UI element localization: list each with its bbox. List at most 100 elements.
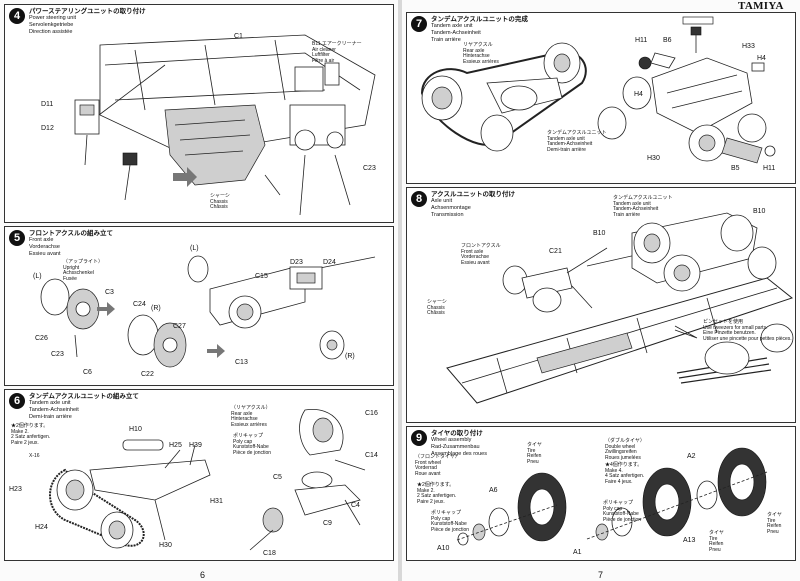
step-7-header: 7 タンデムアクスルユニットの完成 Tandem axle unit Tande…: [411, 16, 528, 44]
part-label: C21: [549, 248, 562, 255]
note-line: ★2個作ります。: [417, 482, 455, 488]
tandem-unit-de: Tandem-Achseinheit: [547, 141, 593, 147]
tandem-unit-en: Tandem axle unit: [613, 200, 651, 207]
step-6-title-de: Tandem-Achseinheit: [29, 407, 79, 413]
step-8-header: 8 アクスルユニットの取り付け Axle unit Achsenmontage …: [411, 191, 515, 219]
tire-jp: タイヤ: [527, 442, 542, 448]
brand-logo: TAMIYA: [738, 0, 784, 12]
step-4-number: 4: [9, 8, 25, 24]
air-cleaner-part: B11: [312, 41, 321, 47]
part-label: C5: [273, 474, 282, 481]
step-9-illustration: [456, 447, 768, 546]
tire-callout: タイヤ Tire Reifen Pneu: [709, 530, 724, 553]
note-line: Make 4.: [605, 467, 623, 474]
step-4-illustration: [74, 34, 376, 216]
part-label: C9: [323, 520, 332, 527]
chassis-en: Chassis: [427, 304, 445, 311]
part-label: H11: [635, 37, 648, 44]
poly-cap-de: Kunststoff-Nabe: [603, 511, 639, 517]
tweezers-line: Use tweezers for small parts.: [703, 324, 768, 331]
poly-cap-callout: ポリキャップ Poly cap Kunststoff-Nabe Pièce de…: [233, 433, 272, 456]
note-line: Make 2.: [417, 487, 435, 494]
double-wheel-de: Zwillingsreifen: [605, 449, 637, 455]
poly-cap-fr: Pièce de jonction: [431, 526, 470, 533]
poly-cap-jp: ポリキャップ: [603, 500, 634, 506]
poly-cap-en: Poly cap: [233, 438, 253, 445]
air-cleaner-en: Air cleaner: [312, 46, 336, 53]
step-9-title-jp: タイヤの取り付け: [431, 430, 483, 437]
part-label: C1: [234, 33, 243, 40]
rear-axle-en: Rear axle: [463, 47, 485, 54]
poly-cap-fr: Pièce de jonction: [233, 449, 272, 456]
tire-en: Tire: [709, 535, 718, 542]
page-gutter: [398, 0, 402, 581]
left-page: 4 パワーステアリングユニットの取り付け Power steering unit…: [0, 0, 398, 581]
tire-de: Reifen: [527, 453, 542, 459]
part-label: H25: [169, 442, 182, 449]
double-wheel-fr: Roues jumelées: [605, 454, 641, 461]
rear-axle-fr: Essieux arrières: [463, 58, 499, 65]
part-label: H11: [763, 165, 776, 172]
step-9-panel: 9 タイヤの取り付け Wheel assembly Rad-Zusammenba…: [406, 426, 796, 561]
front-wheel-callout: （フロントタイヤ） Front wheel Vorderrad Roue ava…: [415, 454, 460, 477]
step-7-title-jp: タンデムアクスルユニットの完成: [431, 16, 528, 23]
step-4-title-de: Servolenkgetriebe: [29, 22, 74, 28]
poly-cap-de: Kunststoff-Nabe: [431, 521, 467, 527]
part-label: D11: [41, 101, 54, 108]
tweezers-line: Eine Pinzette benutzen.: [703, 330, 756, 336]
front-wheel-fr: Roue avant: [415, 470, 441, 477]
page-number-left: 6: [200, 570, 206, 580]
part-label: B6: [663, 37, 672, 44]
part-label: D24: [323, 259, 336, 266]
step-8-title-de: Achsenmontage: [431, 205, 471, 211]
part-label: H23: [9, 486, 22, 493]
step-5-illustration: [40, 255, 376, 368]
part-label: C13: [235, 359, 248, 366]
part-label: H30: [159, 542, 172, 549]
poly-cap-en: Poly cap: [431, 515, 451, 522]
part-label: A2: [687, 453, 696, 460]
make-four-note: ★4個作ります。 Make 4. 4 Satz anfertigen. Fair…: [605, 462, 645, 485]
upright-fr: Fusée: [63, 275, 77, 282]
step-7-number: 7: [411, 16, 427, 32]
tandem-unit-de: Tandem-Achseinheit: [613, 206, 659, 212]
step-6-title-jp: タンデムアクスルユニットの組み立て: [29, 393, 139, 400]
part-label: C3: [105, 289, 114, 296]
part-label: C27: [173, 323, 186, 330]
step-9-title-fr: Assemblage des roues: [431, 451, 487, 457]
front-axle-jp: フロントアクスル: [461, 243, 501, 249]
part-label: B10: [593, 230, 606, 237]
part-label: H31: [210, 498, 223, 505]
step-8-panel: 8 アクスルユニットの取り付け Axle unit Achsenmontage …: [406, 187, 796, 423]
chassis-fr: Châssis: [427, 310, 445, 316]
upright-de: Achsschenkel: [63, 270, 94, 276]
step-8-illustration: [446, 212, 794, 404]
poly-cap-callout: ポリキャップ Poly cap Kunststoff-Nabe Pièce de…: [603, 500, 641, 523]
step-5-panel: 5 フロントアクスルの組み立て Front axle Vorderachse E…: [4, 226, 394, 386]
step-8-title-en: Axle unit: [431, 198, 453, 204]
part-label: B10: [753, 208, 766, 215]
chassis-fr: Châssis: [210, 204, 228, 210]
tire-callout: タイヤ Tire Reifen Pneu: [767, 512, 782, 535]
front-wheel-de: Vorderrad: [415, 465, 437, 471]
note-line: 2 Satz anfertigen.: [11, 434, 51, 440]
note-line: 4 Satz anfertigen.: [605, 473, 645, 479]
make-two-note: ★2個作ります。 Make 2. 2 Satz anfertigen. Pair…: [11, 423, 51, 446]
tire-jp: タイヤ: [709, 530, 724, 536]
chassis-callout: シャーシ Chassis Châssis: [210, 193, 230, 211]
part-label: C22: [141, 371, 154, 378]
tire-en: Tire: [767, 517, 776, 524]
step-6-header: 6 タンデムアクスルユニットの組み立て Tandem axle unit Tan…: [9, 393, 139, 421]
step-9-title-en: Wheel assembly: [431, 437, 472, 443]
air-cleaner-de: Luftfilter: [312, 52, 330, 58]
step-5-header: 5 フロントアクスルの組み立て Front axle Vorderachse E…: [9, 230, 113, 258]
double-wheel-jp: （ダブルタイヤ）: [605, 438, 645, 444]
air-cleaner-jp: エアークリーナー: [321, 41, 362, 47]
step-4-title-jp: パワーステアリングユニットの取り付け: [29, 8, 146, 15]
front-axle-fr: Essieu avant: [461, 259, 490, 266]
tandem-unit-callout: タンデムアクスルユニット Tandem axle unit Tandem-Ach…: [547, 130, 607, 153]
poly-cap-de: Kunststoff-Nabe: [233, 444, 269, 450]
tire-fr: Pneu: [767, 528, 779, 535]
step-6-panel: 6 タンデムアクスルユニットの組み立て Tandem axle unit Tan…: [4, 389, 394, 561]
